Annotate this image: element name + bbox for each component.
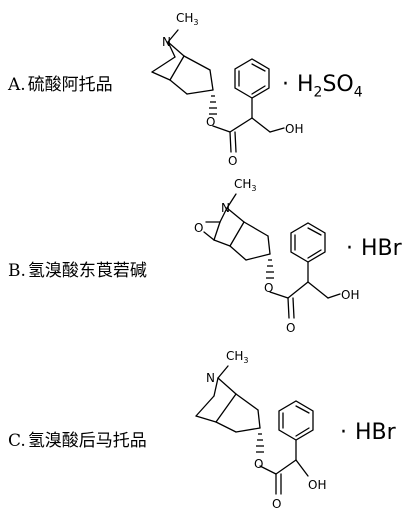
bond: [245, 253, 271, 261]
salt-formula: ·HBr: [346, 236, 402, 261]
atom-carbonyl-o: O: [228, 154, 237, 168]
bond: [213, 221, 221, 241]
bond: [287, 297, 290, 319]
bond: [229, 221, 245, 247]
atom-ester-o: O: [206, 115, 215, 129]
structure-homatropine-hydrobromide: N CH3 O O OH: [195, 349, 326, 511]
bond: [307, 249, 322, 259]
atom-n: N: [206, 371, 215, 385]
atom-n: N: [162, 35, 171, 49]
compound-name: 氢溴酸后马托品: [27, 431, 147, 451]
atom-ester-o: O: [254, 457, 263, 471]
bond: [229, 245, 247, 261]
salt-dot: ·: [340, 420, 347, 445]
atom-n: N: [221, 201, 230, 215]
bond: [287, 281, 309, 299]
bond: [229, 131, 232, 153]
atom-carbonyl-o: O: [286, 321, 295, 335]
bond: [295, 427, 310, 437]
bond: [229, 117, 253, 133]
phenyl-ring: [234, 58, 270, 99]
bond: [217, 365, 229, 379]
bond: [186, 89, 214, 95]
bond: [269, 127, 285, 133]
atom-epoxide-o: O: [194, 221, 203, 235]
bond: [215, 421, 237, 433]
phenyl-ring: [278, 400, 314, 441]
atom-hydroxyl: OH: [285, 122, 303, 136]
option-letter: C.: [8, 431, 26, 451]
bond: [235, 427, 261, 433]
bond: [259, 465, 277, 475]
bond: [169, 79, 188, 95]
atom-ester-o: O: [264, 281, 273, 295]
bond: [167, 29, 179, 43]
bond: [195, 395, 215, 417]
bond: [167, 41, 176, 58]
option-b: B.氢溴酸东莨菪碱 N CH3 O: [0, 170, 416, 342]
bond: [235, 393, 259, 411]
bond: [243, 221, 269, 237]
atom-hydroxyl: OH: [308, 478, 326, 492]
bond: [209, 69, 214, 91]
structure-atropine-sulfate: N CH3 O O OH: [151, 11, 303, 168]
atom-hydroxyl: OH: [341, 288, 359, 302]
bond: [307, 281, 329, 299]
bond: [226, 207, 245, 223]
bond: [219, 207, 228, 223]
bond: [183, 55, 211, 71]
bond: [251, 85, 266, 95]
bond: [169, 55, 185, 81]
atom-methyl: CH3: [176, 11, 199, 27]
salt-formula: ·HBr: [340, 420, 396, 445]
atom-methyl: CH3: [226, 349, 249, 365]
bond: [257, 409, 261, 429]
option-b-label: B.氢溴酸东莨菪碱: [8, 256, 147, 281]
atom-carbonyl-o: O: [272, 497, 281, 511]
bond: [151, 71, 171, 81]
structure-scopolamine-hydrobromide: N CH3 O O O OH: [194, 177, 359, 335]
bond: [213, 377, 219, 397]
bond: [269, 291, 289, 299]
bond: [217, 377, 237, 395]
salt-formula: ·H2SO4: [282, 72, 363, 101]
bond: [213, 239, 231, 247]
bond: [251, 117, 271, 133]
option-letter: A.: [8, 75, 26, 95]
bond: [215, 393, 237, 423]
salt-dot: ·: [282, 72, 289, 97]
compound-name: 氢溴酸东莨菪碱: [27, 261, 147, 281]
option-a-label: A.硫酸阿托品: [8, 70, 113, 95]
phenyl-ring: [290, 222, 326, 263]
bond: [195, 415, 217, 423]
atom-methyl: CH3: [234, 177, 257, 193]
bond: [327, 293, 341, 299]
bond: [212, 125, 231, 133]
option-letter: B.: [8, 261, 26, 281]
bond: [295, 405, 310, 414]
bond: [203, 231, 215, 241]
option-c: C.氢溴酸后马托品 N CH3 O O OH: [0, 342, 416, 516]
bond: [234, 131, 237, 153]
bond: [226, 193, 237, 209]
salt-dot: ·: [346, 236, 353, 261]
compound-name: 硫酸阿托品: [27, 75, 113, 95]
bond: [292, 297, 295, 319]
bond: [251, 63, 266, 72]
bond: [267, 235, 271, 255]
bond: [295, 459, 309, 477]
option-c-label: C.氢溴酸后马托品: [8, 426, 147, 451]
bond: [307, 227, 322, 236]
bond: [151, 56, 176, 73]
bond: [167, 41, 185, 57]
bond: [275, 459, 297, 475]
option-a: A.硫酸阿托品 N CH3 O O OH: [0, 0, 416, 170]
